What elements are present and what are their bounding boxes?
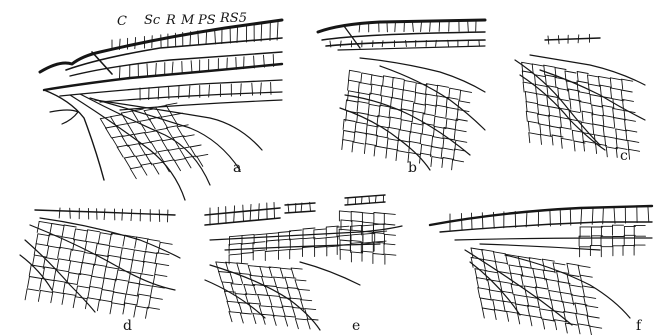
wing-panel-f: f — [430, 206, 652, 335]
vein-label-ps: PS — [197, 13, 216, 28]
panel-label-a: a — [233, 160, 241, 176]
panel-d-crossveins — [25, 208, 172, 318]
panel-d-main-veins — [20, 210, 180, 312]
wing-panel-e: e — [205, 195, 402, 334]
panel-label-d: d — [123, 318, 132, 334]
vein-label-r: R — [165, 13, 176, 28]
vein-label-c: C — [117, 14, 127, 29]
panel-label-f: f — [636, 318, 643, 334]
wing-panel-c: c — [515, 34, 645, 164]
panel-label-c: c — [620, 148, 628, 164]
vein-label-m: M — [180, 13, 195, 28]
panel-c-main-veins — [515, 38, 645, 150]
panel-f-main-veins — [430, 206, 652, 325]
panel-c-crossveins — [522, 34, 640, 159]
wing-panel-a: C Sc R M PS RS5 a — [40, 11, 282, 200]
wing-panel-b: b — [318, 20, 485, 176]
wing-panel-d: d — [20, 208, 180, 334]
panel-label-b: b — [408, 160, 417, 176]
vein-label-rs5: RS5 — [219, 11, 247, 26]
vein-label-sc: Sc — [144, 13, 161, 28]
panel-e-crossveins — [210, 195, 396, 329]
panel-label-e: e — [352, 318, 360, 334]
